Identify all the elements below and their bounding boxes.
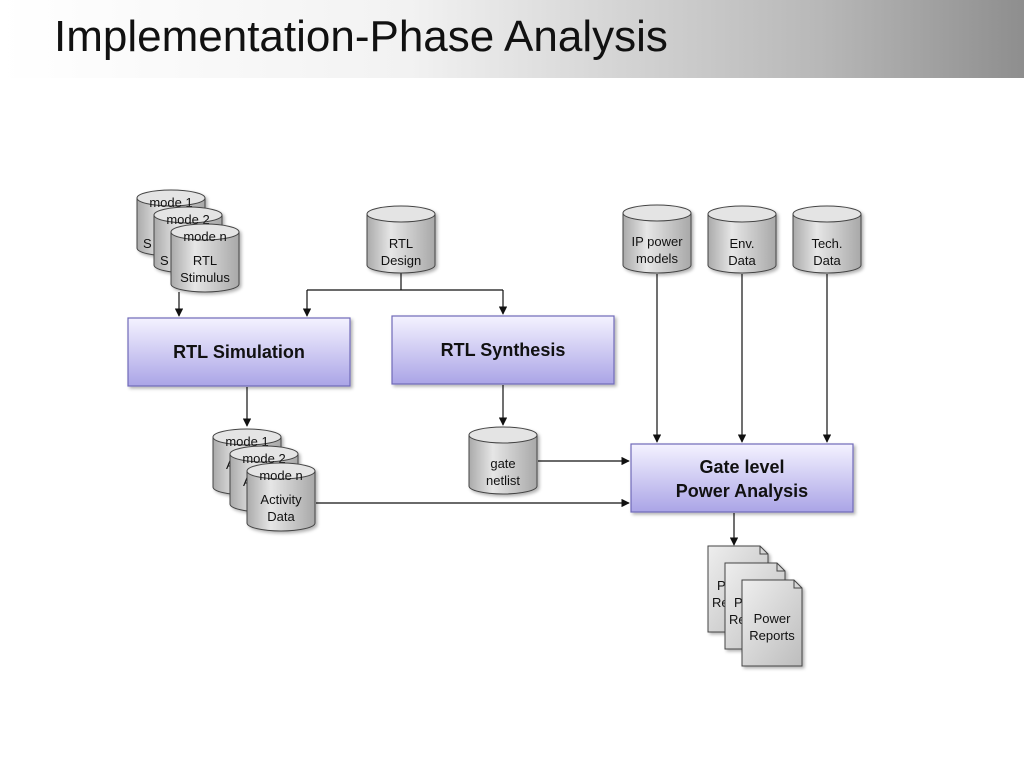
- tech-data-label-line1: Tech.: [811, 236, 842, 251]
- power-report-doc-2-line2: Re: [729, 612, 746, 627]
- rtl-stimulus-mode-2-peek: S: [160, 253, 169, 268]
- power-report-doc-3: [741, 579, 803, 667]
- rtl-stimulus-mode-2-label: mode 2: [166, 212, 209, 227]
- rtl-simulation-label: RTL Simulation: [173, 342, 305, 362]
- ip-power-models-cylinder: [622, 204, 692, 274]
- activity-data-label-line2: Data: [267, 509, 295, 524]
- tech-data-label-line2: Data: [813, 253, 841, 268]
- tech-data-database: Tech. Data: [792, 205, 862, 274]
- connectors: [174, 273, 832, 546]
- rtl-synthesis-box: RTL Synthesis: [391, 315, 615, 385]
- activity-data-cylinder: [246, 462, 316, 532]
- power-reports-stack: P Re P Re Power Reports: [707, 545, 803, 667]
- activity-data-label-line1: Activity: [260, 492, 302, 507]
- env-data-cylinder: [707, 205, 777, 274]
- power-reports-label-line1: Power: [754, 611, 792, 626]
- gate-netlist-label-line1: gate: [490, 456, 515, 471]
- rtl-stimulus-mode-n-label: mode n: [183, 229, 226, 244]
- ip-power-models-label-line1: IP power: [631, 234, 683, 249]
- env-data-database: Env. Data: [707, 205, 777, 274]
- env-data-label-line2: Data: [728, 253, 756, 268]
- rtl-design-cylinder: [366, 205, 436, 274]
- title-bar: Implementation-Phase Analysis: [0, 0, 1024, 78]
- ip-power-models-database: IP power models: [622, 204, 692, 274]
- activity-data-mode-2-label: mode 2: [242, 451, 285, 466]
- gate-netlist-cylinder: [468, 426, 538, 495]
- gate-netlist-database: gate netlist: [468, 426, 538, 495]
- activity-data-mode-1-label: mode 1: [225, 434, 268, 449]
- rtl-stimulus-cylinder: [170, 223, 240, 293]
- rtl-stimulus-mode-1-peek: S: [143, 236, 152, 251]
- power-report-doc-2-line1: P: [734, 595, 743, 610]
- slide-title: Implementation-Phase Analysis: [54, 12, 668, 61]
- gate-level-power-analysis-box: Gate level Power Analysis: [630, 443, 854, 513]
- rtl-design-database: RTL Design: [366, 205, 436, 274]
- rtl-simulation-box: RTL Simulation: [127, 317, 351, 387]
- power-analysis-label-line2: Power Analysis: [676, 481, 808, 501]
- tech-data-cylinder: [792, 205, 862, 274]
- power-reports-label-line2: Reports: [749, 628, 795, 643]
- rtl-design-label-line1: RTL: [389, 236, 413, 251]
- activity-data-mode-n-label: mode n: [259, 468, 302, 483]
- power-report-doc-1-line2: Re: [712, 595, 729, 610]
- ip-power-models-label-line2: models: [636, 251, 678, 266]
- power-report-doc-1-line1: P: [717, 578, 726, 593]
- rtl-synthesis-label: RTL Synthesis: [441, 340, 566, 360]
- gate-netlist-label-line2: netlist: [486, 473, 520, 488]
- rtl-stimulus-mode-1-label: mode 1: [149, 195, 192, 210]
- activity-data-stack: mode 1 A mode 2 A mode n Activity Data: [212, 428, 316, 532]
- rtl-stimulus-stack: mode 1 S mode 2 S mode n RTL Stimulus: [136, 189, 240, 293]
- rtl-stimulus-label-line2: Stimulus: [180, 270, 230, 285]
- rtl-design-label-line2: Design: [381, 253, 421, 268]
- power-analysis-label-line1: Gate level: [699, 457, 784, 477]
- rtl-stimulus-label-line1: RTL: [193, 253, 217, 268]
- env-data-label-line1: Env.: [729, 236, 754, 251]
